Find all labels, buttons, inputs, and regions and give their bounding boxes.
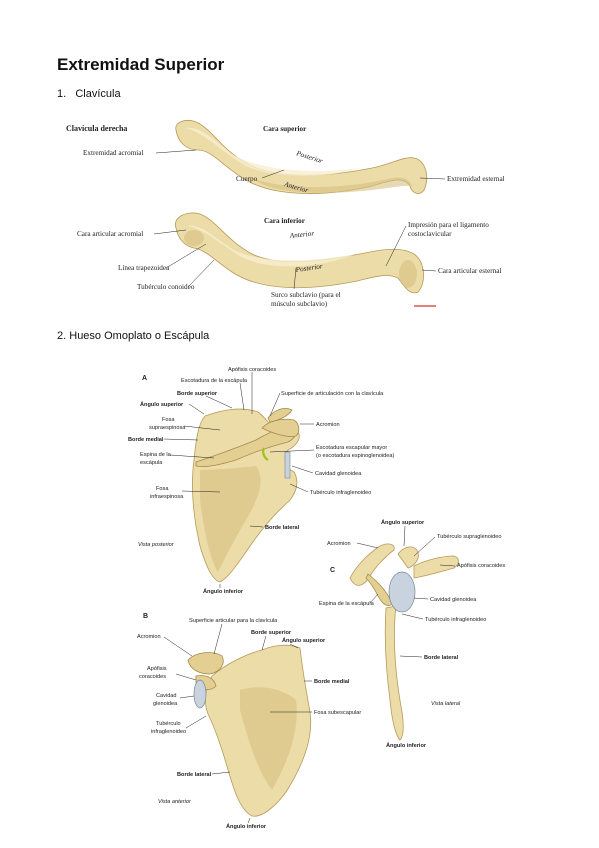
scapula-b-label: Cavidad (156, 693, 177, 699)
scapula-panel-c: C Ángulo superior Tubérculo supraglenoid… (319, 519, 505, 749)
scapula-c-label: Ángulo inferior (386, 742, 427, 749)
clavicle-label: Surco subclavio (para el (271, 291, 341, 299)
scapula-a-label: infraespinosa (150, 494, 184, 500)
scapula-b-label: Borde lateral (177, 772, 212, 778)
scapula-c-label: Tubérculo infraglenoideo (425, 617, 486, 623)
clavicle-label: Línea trapezoidea (118, 264, 170, 272)
scapula-a-label: Espina de la (140, 452, 172, 458)
clavicle-label: Tubérculo conoideo (137, 283, 195, 291)
scapula-a-label: Acromion (316, 422, 340, 428)
clavicle-lower-bone (174, 212, 424, 294)
clavicle-label: Extremidad esternal (447, 175, 505, 183)
section-number: 2. (57, 330, 67, 342)
panel-letter-b: B (143, 613, 148, 620)
scapula-a-label: Ángulo inferior (203, 588, 244, 595)
scapula-panel-a: A Apófisis coracoides Escotadura de la e… (128, 367, 395, 595)
scapula-panel-b: B Superficie articular para la clavícula… (137, 613, 361, 830)
scapula-a-label: Borde lateral (265, 525, 300, 531)
scapula-c-label: Tubérculo supraglenoideo (437, 534, 501, 540)
scapula-a-label: Vista posterior (138, 542, 175, 548)
scapula-a-label: Tubérculo infraglenoideo (310, 490, 371, 496)
scapula-c-label: Cavidad glenoidea (430, 597, 477, 603)
section-label: Hueso Omoplato o Escápula (69, 330, 210, 342)
clavicle-label: Impresión para el ligamento (408, 221, 489, 229)
scapula-b-label: Superficie articular para la clavícula (189, 618, 278, 624)
scapula-a-label: supraespinosa (149, 425, 186, 431)
scapula-a-label: Escotadura escapular mayor (316, 445, 387, 451)
scapula-b-label: glenoidea (153, 701, 178, 707)
scapula-b-label: Tubérculo (156, 721, 181, 727)
clavicle-label: Cuerpo (236, 175, 258, 183)
clavicle-label: costoclavicular (408, 230, 452, 238)
section-heading-scapula: 2. Hueso Omoplato o Escápula (57, 330, 209, 342)
clavicle-label: Extremidad acromial (83, 149, 143, 157)
section-number: 1. (57, 88, 67, 100)
scapula-b-label: Borde medial (314, 679, 350, 685)
scapula-a-label: Apófisis coracoides (228, 367, 276, 373)
section-heading-clavicle: 1. Clavícula (57, 88, 121, 100)
scapula-a-label: Cavidad glenoidea (315, 471, 362, 477)
clavicle-upper-bone (175, 120, 428, 194)
scapula-c-label: Espina de la escápula (319, 601, 375, 607)
scapula-b-label: Acromion (137, 634, 161, 640)
scapula-c-label: Borde lateral (424, 655, 459, 661)
panel-letter-c: C (330, 567, 335, 574)
scapula-c-label: Acromion (327, 541, 351, 547)
scapula-c-label: Ángulo superior (381, 519, 425, 526)
scapula-a-label: Fosa (156, 486, 169, 492)
scapula-a-label: Borde superior (177, 391, 218, 397)
scapula-b-label: Fosa subescapular (314, 710, 361, 716)
clavicle-label: Posterior (294, 262, 323, 274)
scapula-a-label: Escotadura de la escápula (181, 378, 248, 384)
clavicle-label: Cara articular esternal (438, 267, 501, 275)
clavicle-label: Posterior (294, 149, 323, 165)
scapula-a-label: (o escotadura espinoglenoidea) (316, 453, 395, 459)
scapula-a-label: Superficie de articulación con la clavíc… (281, 391, 384, 397)
scapula-c-label: Apófisis coracoides (457, 563, 505, 569)
clavicle-heading-lower: Cara inferior (264, 217, 306, 225)
scapula-b-label: infraglenoideo (151, 729, 186, 735)
scapula-b-label: Apófisis (147, 666, 167, 672)
scapula-b-label: Ángulo inferior (226, 823, 267, 830)
scapula-a-label: Ángulo superior (140, 401, 184, 408)
clavicle-panel-title: Clavícula derecha (66, 124, 127, 133)
clavicle-figure: Clavícula derecha Cara superior Extremid… (66, 120, 505, 308)
scapula-a-label: escápula (140, 460, 163, 466)
scapula-b-label: Ángulo superior (282, 637, 326, 644)
clavicle-heading-upper: Cara superior (263, 125, 307, 133)
section-label: Clavícula (75, 88, 121, 100)
scapula-c-label: Vista lateral (431, 701, 461, 707)
scapula-a-label: Borde medial (128, 437, 164, 443)
clavicle-label: músculo subclavio) (271, 300, 328, 308)
scapula-b-label: Vista anterior (158, 799, 192, 805)
scapula-b-label: coracoides (139, 674, 166, 680)
clavicle-label: Anterior (288, 229, 314, 240)
scapula-a-label: Fosa (162, 417, 175, 423)
panel-letter-a: A (142, 375, 147, 382)
scapula-b-label: Borde superior (251, 630, 292, 636)
clavicle-label: Cara articular acromial (77, 230, 143, 238)
page-title: Extremidad Superior (57, 55, 225, 74)
